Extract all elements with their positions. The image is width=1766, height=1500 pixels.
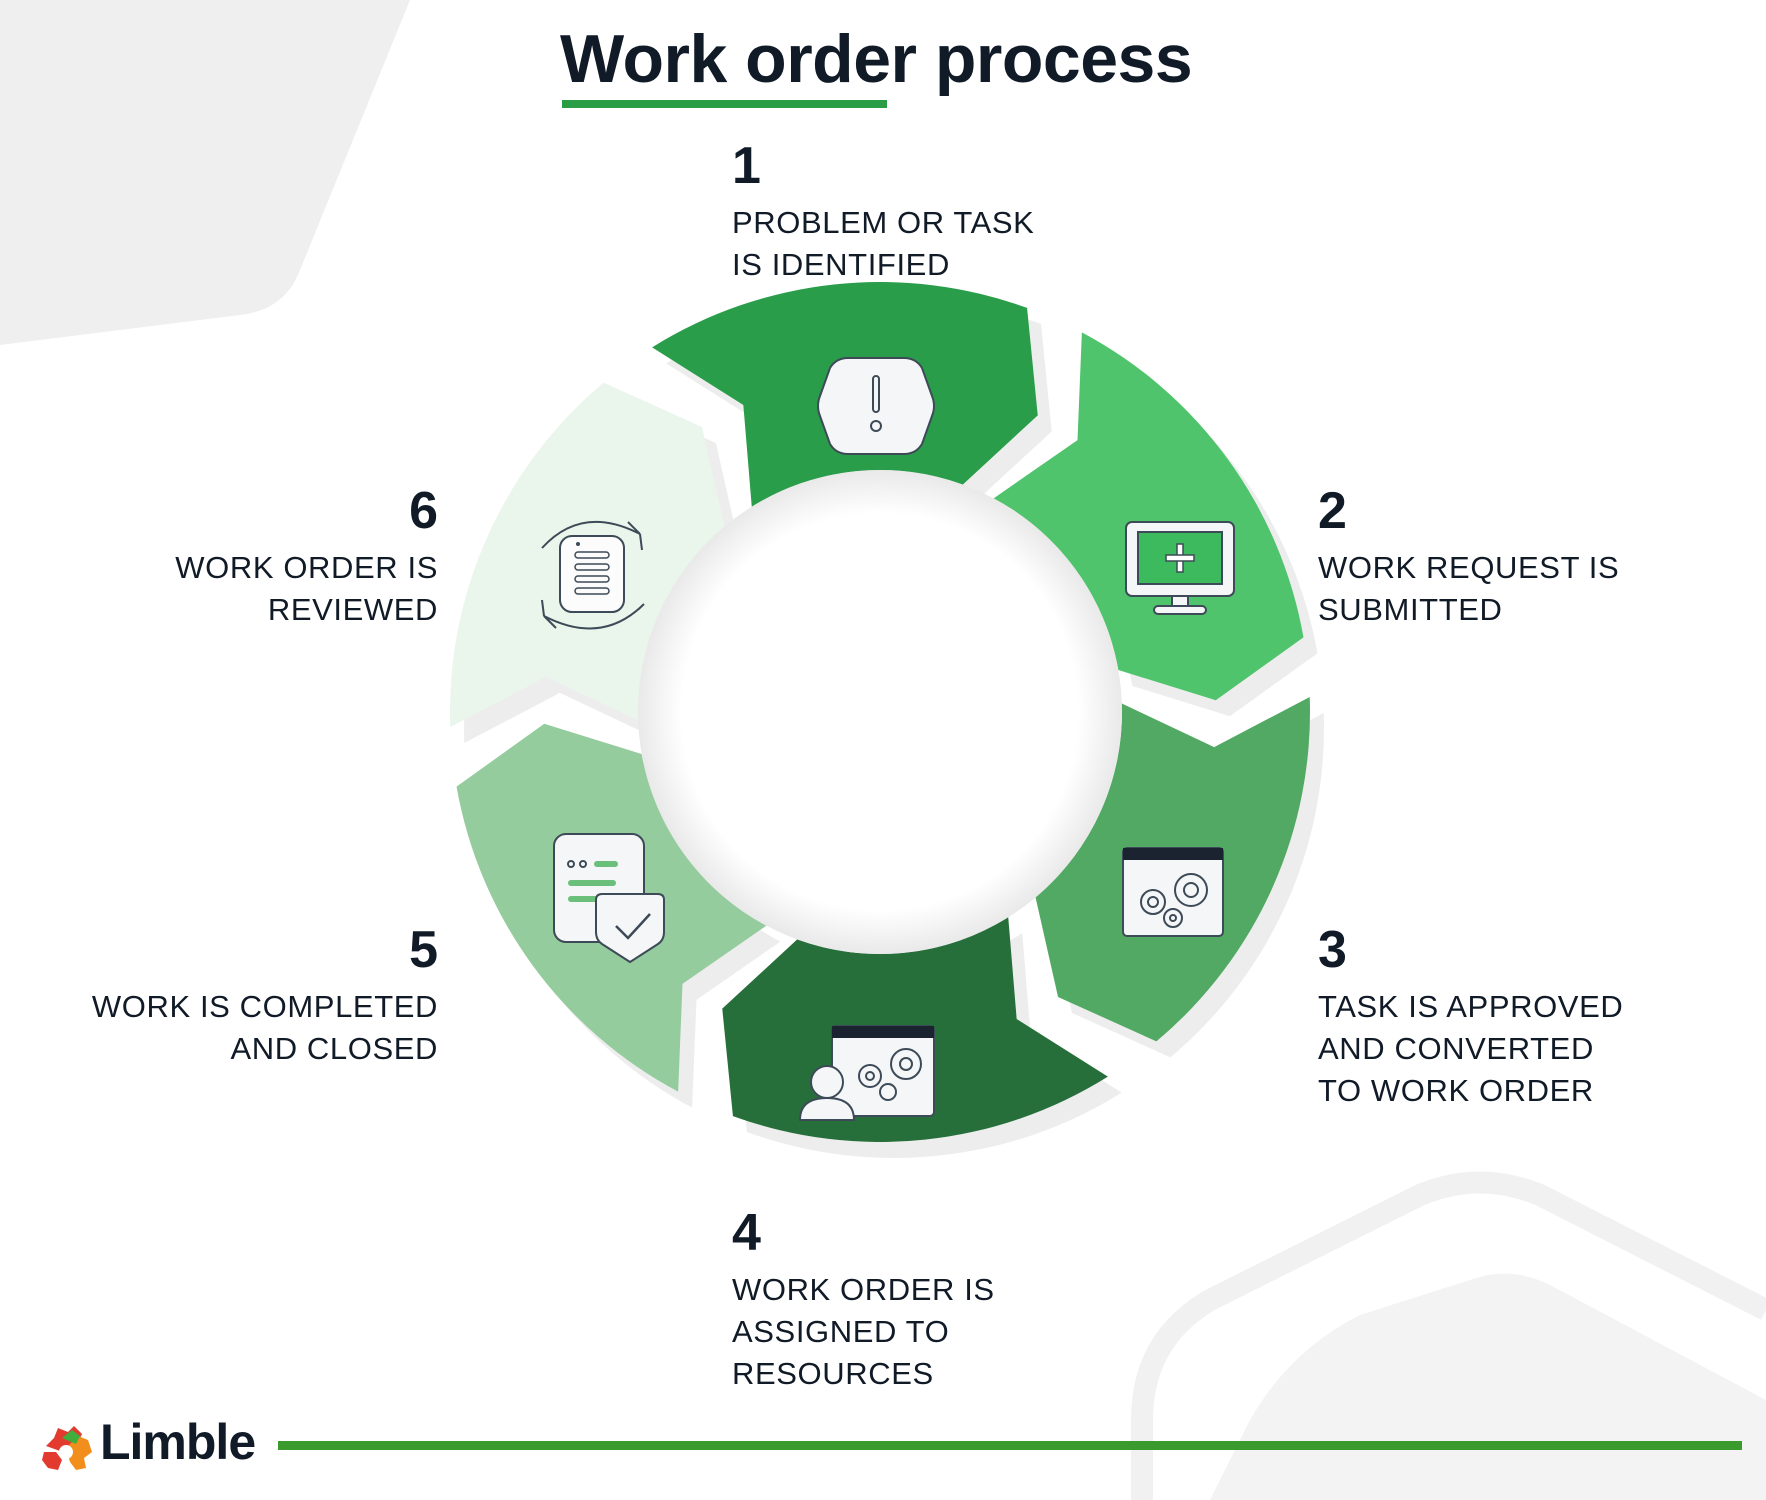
settings-window-icon xyxy=(1122,847,1224,937)
monitor-plus-icon xyxy=(1125,521,1235,615)
cycle-segment-2 xyxy=(993,332,1304,701)
title-underline xyxy=(562,100,887,108)
document-shield-check-icon xyxy=(553,833,665,964)
step-1: 1 PROBLEM OR TASK IS IDENTIFIED xyxy=(732,140,1034,286)
step-1-label-line-1: PROBLEM OR TASK xyxy=(732,205,1035,240)
step-5: 5 WORK IS COMPLETED AND CLOSED xyxy=(40,924,438,1070)
page-title: Work order process xyxy=(560,21,1193,97)
step-6: 6 WORK ORDER IS REVIEWED xyxy=(100,485,438,631)
step-2-label-line-1: WORK REQUEST IS xyxy=(1318,550,1620,585)
step-4-label-line-2: ASSIGNED TO xyxy=(732,1314,950,1349)
bottom-right-hexagon-outline xyxy=(1131,1171,1766,1500)
cycle-center xyxy=(638,470,1122,954)
limble-logo-text: Limble xyxy=(100,1414,256,1470)
step-4: 4 WORK ORDER IS ASSIGNED TO RESOURCES xyxy=(732,1207,995,1395)
step-3-number: 3 xyxy=(1318,921,1347,979)
footer-line xyxy=(278,1441,1742,1450)
step-6-label-line-2: REVIEWED xyxy=(267,592,438,627)
step-3-label-line-3: TO WORK ORDER xyxy=(1318,1073,1594,1108)
alert-hexagon-icon xyxy=(817,357,935,455)
top-left-gray-shape xyxy=(0,0,410,345)
step-4-number: 4 xyxy=(732,1204,761,1262)
step-5-label-line-1: WORK IS COMPLETED xyxy=(91,989,438,1024)
step-2-label-line-2: SUBMITTED xyxy=(1318,592,1503,627)
step-3-label-line-2: AND CONVERTED xyxy=(1318,1031,1594,1066)
step-1-number: 1 xyxy=(732,137,761,195)
step-5-label-line-2: AND CLOSED xyxy=(230,1031,438,1066)
step-5-number: 5 xyxy=(409,921,438,979)
step-4-label-line-3: RESOURCES xyxy=(732,1356,934,1391)
step-3-label-line-1: TASK IS APPROVED xyxy=(1318,989,1624,1024)
step-6-number: 6 xyxy=(409,482,438,540)
step-6-label-line-1: WORK ORDER IS xyxy=(175,550,438,585)
step-2-number: 2 xyxy=(1318,482,1347,540)
step-2: 2 WORK REQUEST IS SUBMITTED xyxy=(1318,485,1619,631)
limble-logo-icon xyxy=(42,1426,92,1470)
step-1-label-line-2: IS IDENTIFIED xyxy=(732,247,950,282)
document-cycle-icon xyxy=(541,520,645,630)
step-3: 3 TASK IS APPROVED AND CONVERTED TO WORK… xyxy=(1318,924,1623,1112)
user-settings-icon xyxy=(798,1025,935,1121)
step-4-label-line-1: WORK ORDER IS xyxy=(732,1272,995,1307)
